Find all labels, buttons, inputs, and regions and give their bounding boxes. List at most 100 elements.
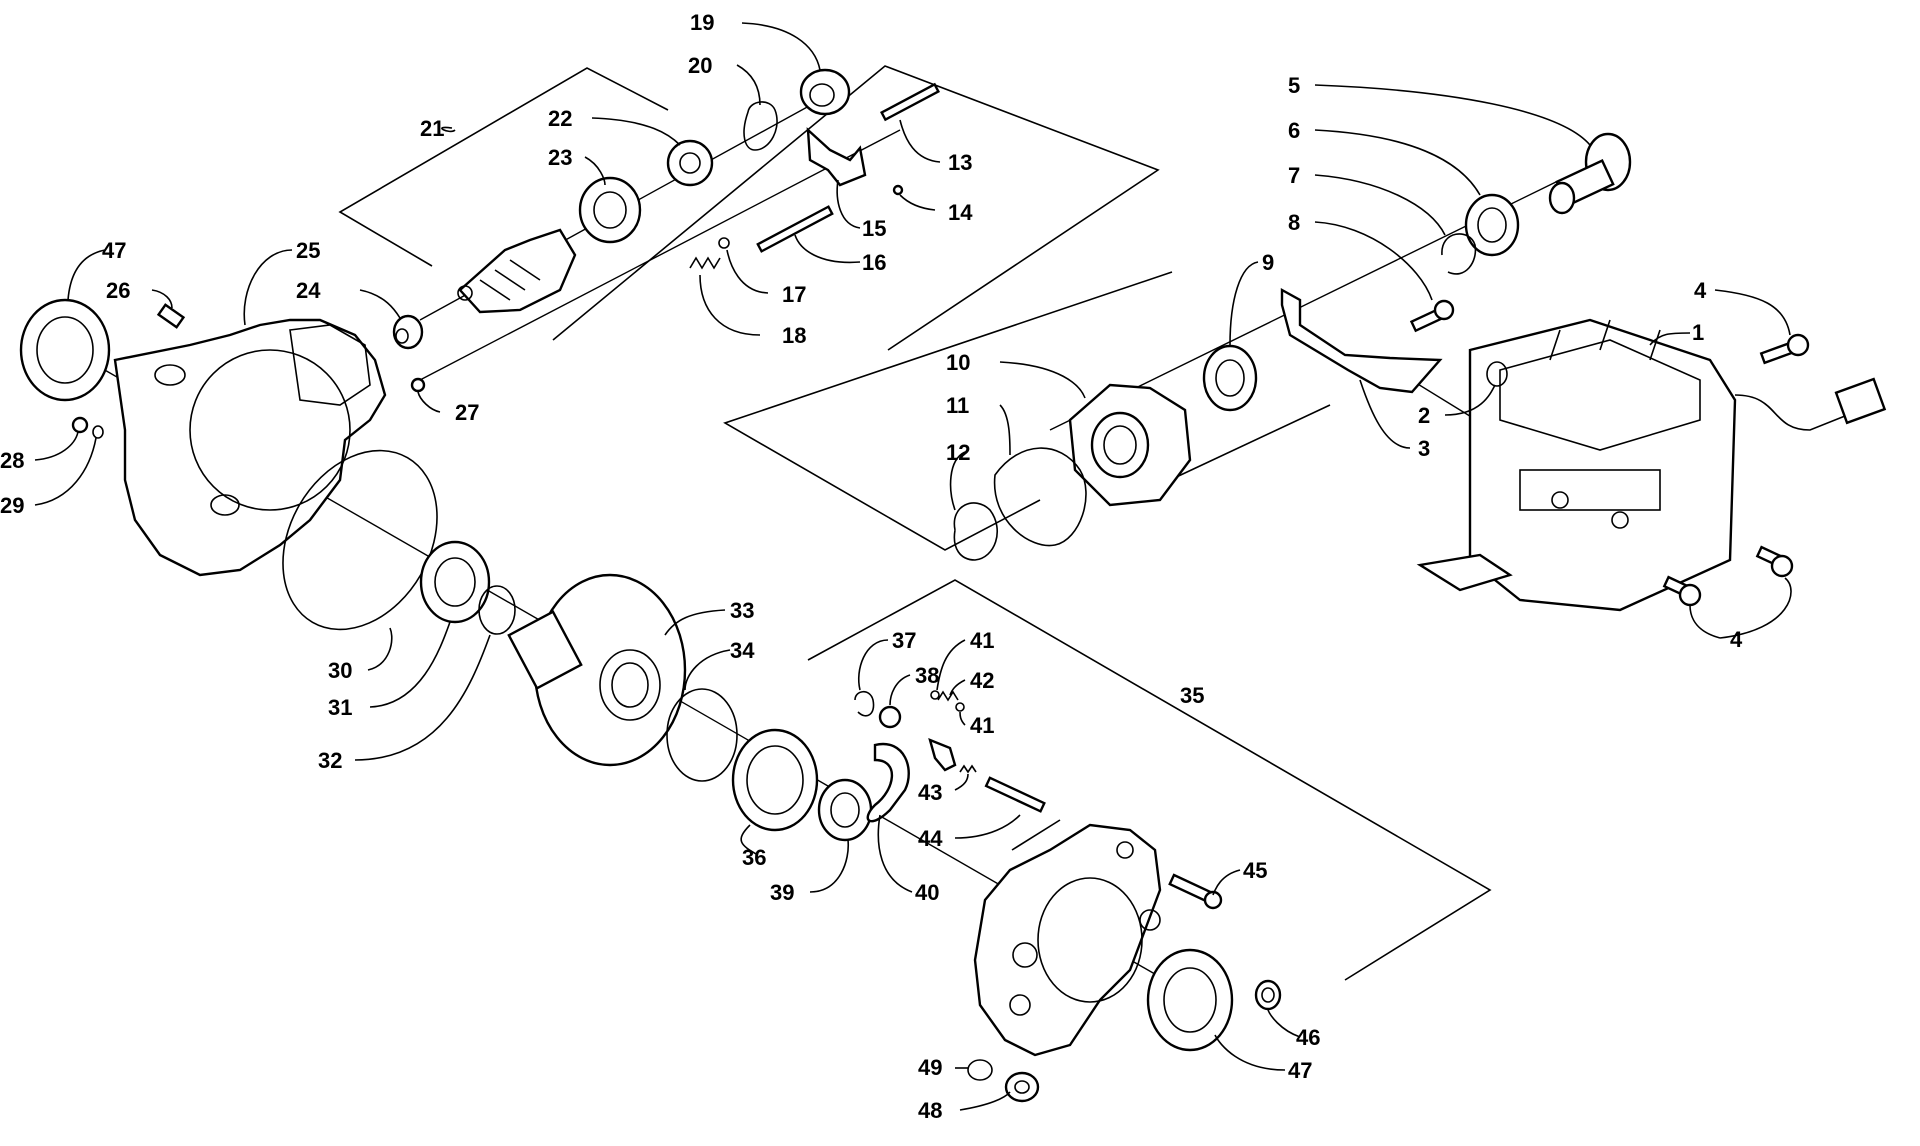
callout-36: 36 (742, 845, 766, 870)
leader-48 (959, 1091, 1011, 1111)
leader-47b (1214, 1034, 1286, 1071)
ring-gear-33 (507, 573, 687, 767)
leader-28 (34, 431, 79, 461)
leader-42 (949, 679, 966, 696)
shift-actuator-assembly (1416, 318, 1887, 612)
leader-12 (949, 451, 966, 511)
callout-27: 27 (455, 400, 479, 425)
callout-4-upper: 4 (1694, 278, 1707, 303)
drain-plug-48 (1004, 1071, 1040, 1103)
shift-fork-15 (806, 127, 867, 187)
callout-16: 16 (862, 250, 886, 275)
spring-18 (689, 256, 721, 270)
seal-6 (1464, 193, 1520, 257)
screw-4-lower (1662, 575, 1702, 607)
leader-30 (367, 627, 393, 671)
callout-6: 6 (1288, 118, 1300, 143)
callout-42: 42 (970, 668, 994, 693)
callout-3: 3 (1418, 436, 1430, 461)
leader-36 (740, 824, 759, 856)
callout-22: 22 (548, 106, 572, 131)
leader-9 (1229, 261, 1259, 346)
callout-19: 19 (690, 10, 714, 35)
ring-27 (410, 377, 426, 393)
callout-24: 24 (296, 278, 321, 303)
bushing-22 (666, 139, 714, 187)
clip-41-upper (930, 690, 940, 700)
plug-28 (71, 416, 89, 434)
pin-13 (880, 82, 940, 122)
callout-5: 5 (1288, 73, 1300, 98)
callout-49: 49 (918, 1055, 942, 1080)
group-bracket-21-lower (552, 65, 1160, 351)
callout-23: 23 (548, 145, 572, 170)
seal-47-lower (1146, 948, 1234, 1052)
leader-26 (151, 289, 173, 309)
leader-6 (1314, 129, 1481, 196)
bolt-45 (1168, 873, 1223, 910)
bearing-9 (1202, 344, 1258, 412)
callout-45: 45 (1243, 858, 1267, 883)
callout-10: 10 (946, 350, 970, 375)
leader-23 (584, 156, 606, 186)
leader-24 (359, 289, 401, 319)
leader-11 (999, 404, 1011, 456)
leader-31 (369, 621, 451, 708)
callout-41-upper: 41 (970, 628, 994, 653)
callout-1: 1 (1692, 320, 1704, 345)
leader-32 (354, 634, 491, 761)
shift-fork-40 (866, 742, 910, 823)
ball-14 (892, 184, 904, 196)
callout-39: 39 (770, 880, 794, 905)
leader-18 (699, 274, 761, 336)
callout-34: 34 (730, 638, 755, 663)
callout-4-lower: 4 (1730, 627, 1743, 652)
callout-47-lower: 47 (1288, 1058, 1312, 1083)
group-bracket-35 (807, 579, 1492, 981)
leader-15 (836, 179, 861, 229)
callout-44: 44 (918, 826, 943, 851)
group-bracket-9-lower (1169, 404, 1331, 481)
leader-45 (1212, 869, 1241, 896)
washer-38 (878, 705, 902, 729)
leader-33 (664, 609, 726, 636)
snap-ring-37 (854, 690, 875, 717)
callout-28: 28 (0, 448, 24, 473)
bearing-23 (578, 176, 642, 244)
mounting-bracket-3 (1280, 287, 1443, 394)
leader-22 (591, 117, 681, 146)
leader-13 (899, 119, 941, 163)
leader-41b (959, 711, 966, 726)
bolt-8 (1409, 299, 1455, 333)
seal-46 (1254, 979, 1282, 1011)
callout-15: 15 (862, 216, 886, 241)
piston-5 (1548, 132, 1632, 215)
group-bracket-9 (723, 271, 1173, 551)
cover-35 (973, 823, 1162, 1057)
callout-29: 29 (0, 493, 24, 518)
seal-47-upper (19, 298, 111, 402)
callout-30: 30 (328, 658, 352, 683)
leader-46 (1267, 1009, 1301, 1038)
callout-11: 11 (946, 393, 969, 418)
snap-ring-7 (1441, 233, 1477, 275)
callout-47-upper: 47 (102, 238, 126, 263)
clip-17 (718, 237, 730, 249)
callout-25: 25 (296, 238, 320, 263)
callout-20: 20 (688, 53, 712, 78)
leader-38 (889, 674, 911, 706)
bearing-31 (419, 540, 491, 624)
callout-31: 31 (328, 695, 352, 720)
group-bracket-35-lower (1011, 819, 1061, 851)
callout-21: 21 (420, 116, 444, 141)
main-housing-25 (113, 318, 387, 577)
leader-1 (1649, 332, 1691, 346)
shim-32 (478, 585, 516, 635)
callout-33: 33 (730, 598, 754, 623)
shift-rod-16 (756, 205, 834, 253)
callout-43: 43 (918, 780, 942, 805)
callout-8: 8 (1288, 210, 1300, 235)
leader-44 (954, 814, 1021, 839)
leader-5 (1314, 84, 1591, 146)
